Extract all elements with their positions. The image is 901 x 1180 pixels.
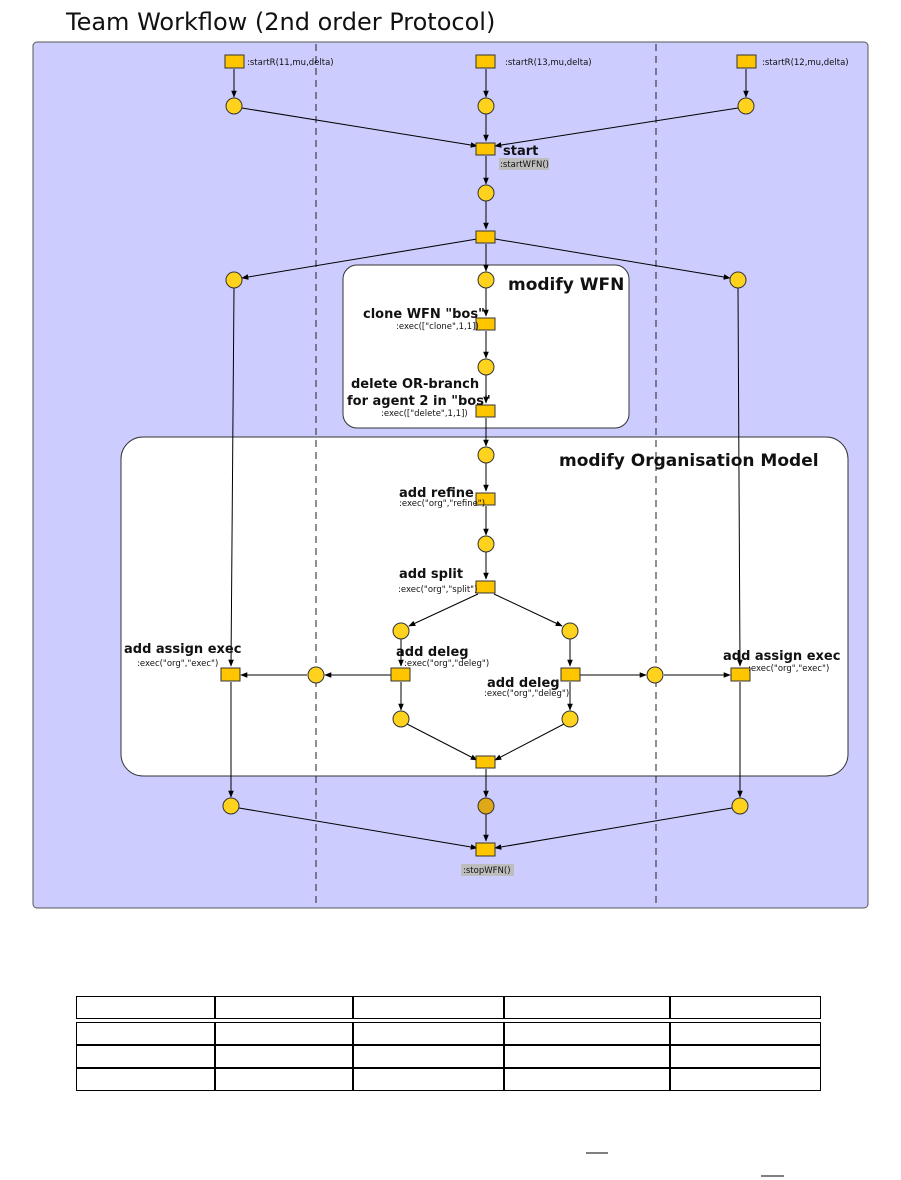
inscription-assign-left: :exec("org","exec") <box>137 659 218 669</box>
figure-title: Team Workflow (2nd order Protocol) <box>66 8 496 36</box>
label-add-assign-right: add assign exec <box>723 649 840 664</box>
place <box>307 666 325 684</box>
table-cell <box>76 1022 215 1045</box>
table-cell <box>214 1022 354 1045</box>
table-cell <box>353 996 504 1019</box>
arcs <box>228 69 749 850</box>
stop-wfn-highlight <box>461 864 514 876</box>
transition-assign-left <box>220 667 241 682</box>
petri-net-diagram: :startR(11,mu,delta) :startR(13,mu,delta… <box>32 41 869 909</box>
table-cell <box>76 996 215 1019</box>
transition-stop <box>475 842 496 857</box>
place <box>392 710 410 728</box>
table-cell <box>214 996 354 1019</box>
start-wfn-highlight <box>499 158 549 170</box>
label-add-refine: add refine <box>399 486 474 501</box>
table-cell <box>670 1045 821 1068</box>
place <box>477 797 495 815</box>
table-cell <box>353 1022 504 1045</box>
table-cell <box>670 1022 821 1045</box>
transition-deleg-right <box>560 667 581 682</box>
inscription-stop-wfn: :stopWFN() <box>463 866 511 876</box>
table-cell <box>214 1045 354 1068</box>
modify-wfn-title: modify WFN <box>508 275 624 295</box>
place <box>737 97 755 115</box>
inscription-start-right: :startR(12,mu,delta) <box>762 58 849 68</box>
transition-clone <box>475 317 496 331</box>
place <box>477 535 495 553</box>
transition-fork <box>475 230 496 244</box>
place <box>477 271 495 289</box>
inscription-start-wfn: :startWFN() <box>500 160 549 170</box>
place <box>225 97 243 115</box>
place <box>392 622 410 640</box>
table-cell <box>214 1068 354 1091</box>
inscription-split: :exec("org","split") <box>398 585 477 595</box>
transition-delete <box>475 404 496 418</box>
inscription-refine: :exec("org","refine") <box>399 499 485 509</box>
transition-assign-right <box>730 667 751 682</box>
modify-org-title: modify Organisation Model <box>559 451 819 471</box>
label-add-assign-left: add assign exec <box>124 642 241 657</box>
table-cell <box>670 996 821 1019</box>
table-row <box>76 996 821 1019</box>
place <box>477 97 495 115</box>
table-cell <box>503 1045 671 1068</box>
transition-join <box>475 755 496 769</box>
transition-start <box>475 142 496 156</box>
label-delete-line2: for agent 2 in "bos" <box>347 394 491 409</box>
table-cell <box>76 1068 215 1091</box>
inscription-start-mid: :startR(13,mu,delta) <box>505 58 592 68</box>
place <box>729 271 747 289</box>
place <box>561 710 579 728</box>
transition-deleg-left <box>390 667 411 682</box>
table-row <box>76 1022 821 1045</box>
place <box>225 271 243 289</box>
label-add-split: add split <box>399 567 463 582</box>
place <box>222 797 240 815</box>
label-add-deleg-right: add deleg <box>487 676 560 691</box>
modify-org-panel <box>120 436 849 777</box>
place <box>561 622 579 640</box>
place <box>477 446 495 464</box>
table-row <box>76 1045 821 1068</box>
label-start: start <box>503 144 538 159</box>
inscription-deleg-right: :exec("org","deleg") <box>484 689 569 699</box>
table-row <box>76 1068 821 1091</box>
transition-start-right <box>736 54 757 69</box>
place <box>646 666 664 684</box>
table-cell <box>503 996 671 1019</box>
table-cell <box>353 1068 504 1091</box>
inscription-start-left: :startR(11,mu,delta) <box>247 58 334 68</box>
empty-table <box>76 996 821 1091</box>
transition-split <box>475 580 496 594</box>
inscription-assign-right: :exec("org","exec") <box>748 664 829 674</box>
table-cell <box>503 1068 671 1091</box>
table-cell <box>76 1045 215 1068</box>
table-cell <box>353 1045 504 1068</box>
label-clone: clone WFN "bos" <box>363 307 485 322</box>
table-cell <box>670 1068 821 1091</box>
place <box>477 184 495 202</box>
transition-refine <box>475 492 496 506</box>
inscription-delete: :exec(["delete",1,1]) <box>381 409 468 419</box>
table-cell <box>503 1022 671 1045</box>
transition-start-left <box>224 54 245 69</box>
transition-start-mid <box>475 54 496 69</box>
label-add-deleg-left: add deleg <box>396 645 469 660</box>
inscription-clone: :exec(["clone",1,1]) <box>396 322 479 332</box>
label-delete-line1: delete OR-branch <box>351 377 479 392</box>
inscription-deleg-left: :exec("org","deleg") <box>404 659 489 669</box>
data-table <box>76 996 821 1091</box>
place <box>731 797 749 815</box>
place <box>477 358 495 376</box>
